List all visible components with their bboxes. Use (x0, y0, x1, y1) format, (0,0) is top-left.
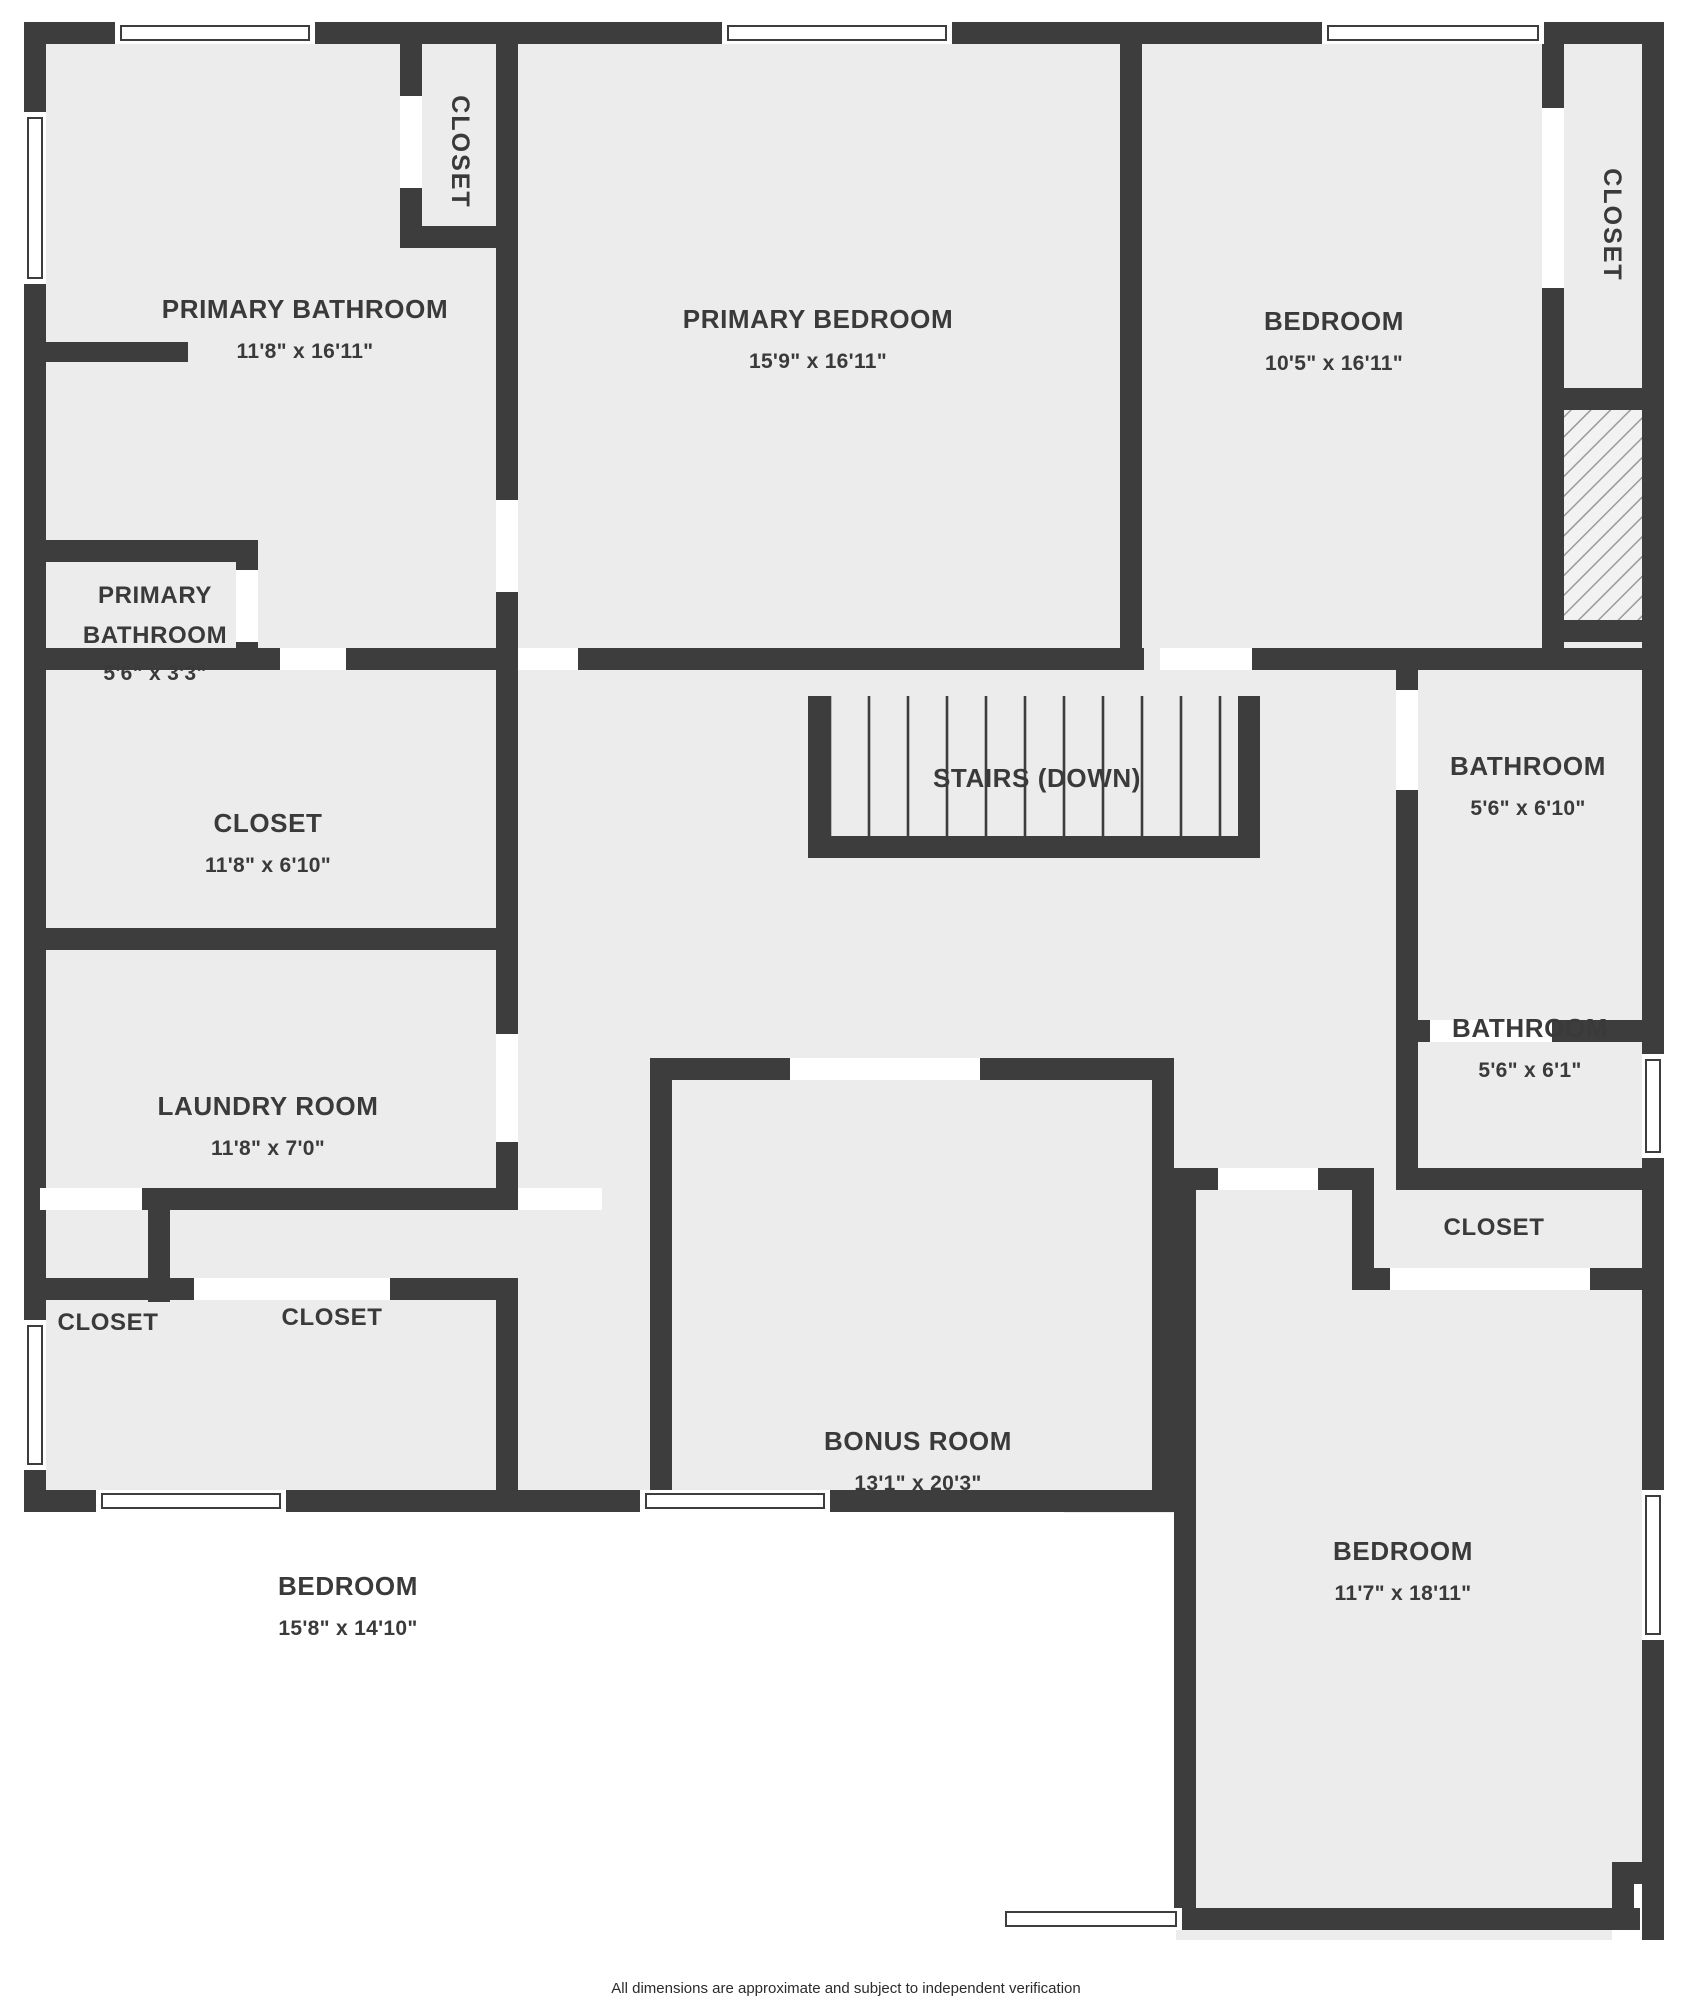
room-label-primary-bathroom-wc-line1: PRIMARY (98, 582, 212, 609)
room-dim-primary-bedroom: 15'9" x 16'11" (749, 350, 887, 373)
openings (24, 22, 1664, 1930)
room-label-bonus-room: BONUS ROOM (824, 1426, 1012, 1456)
room-dim-primary-bathroom: 11'8" x 16'11" (237, 340, 374, 363)
room-dim-bonus-room: 13'1" x 20'3" (854, 1472, 981, 1495)
room-dim-bedroom-front-right: 10'5" x 16'11" (1265, 352, 1403, 375)
stairs-treads (828, 696, 1222, 836)
mechanical-chase-hatch (1564, 408, 1652, 620)
stairs-label: STAIRS (DOWN) (933, 763, 1141, 793)
room-dim-bedroom-rear-right: 11'7" x 18'11" (1335, 1582, 1472, 1605)
room-label-bedroom-front-right: BEDROOM (1264, 306, 1404, 336)
room-dim-primary-closet: 11'8" x 6'10" (205, 854, 331, 877)
closet-label-laundry-large: CLOSET (282, 1304, 383, 1331)
room-label-bedroom-rear-left: BEDROOM (278, 1571, 418, 1601)
disclaimer-note: All dimensions are approximate and subje… (611, 1980, 1081, 1997)
room-label-primary-bathroom-wc-line2: BATHROOM (83, 622, 227, 649)
room-label-bathroom-hall-lower: BATHROOM (1452, 1013, 1608, 1043)
room-dim-bathroom-hall-upper: 5'6" x 6'10" (1470, 797, 1585, 820)
room-labels: PRIMARY BATHROOM 11'8" x 16'11" PRIMARY … (83, 294, 1608, 1640)
closet-label-bedroom-front-right: CLOSET (1598, 168, 1626, 281)
room-label-bathroom-hall-upper: BATHROOM (1450, 751, 1606, 781)
closet-label-laundry-small: CLOSET (58, 1309, 159, 1336)
room-dim-primary-bathroom-wc: 5'6" x 3'3" (103, 662, 206, 685)
closet-label-rear-right-bedroom: CLOSET (1444, 1214, 1545, 1241)
feature-labels: STAIRS (DOWN) (933, 763, 1141, 793)
room-label-laundry-room: LAUNDRY ROOM (158, 1091, 379, 1121)
room-label-primary-bedroom: PRIMARY BEDROOM (683, 304, 953, 334)
room-label-bedroom-rear-right: BEDROOM (1333, 1536, 1473, 1566)
room-label-primary-closet: CLOSET (213, 808, 322, 838)
room-dim-laundry-room: 11'8" x 7'0" (211, 1137, 325, 1160)
room-dim-bathroom-hall-lower: 5'6" x 6'1" (1478, 1059, 1581, 1082)
room-label-primary-bathroom: PRIMARY BATHROOM (162, 294, 448, 324)
room-dim-bedroom-rear-left: 15'8" x 14'10" (278, 1617, 417, 1640)
closet-label-primary-bedroom-top: CLOSET (446, 95, 474, 208)
closet-labels: CLOSET CLOSET CLOSET CLOSET CLOSET (58, 95, 1626, 1336)
